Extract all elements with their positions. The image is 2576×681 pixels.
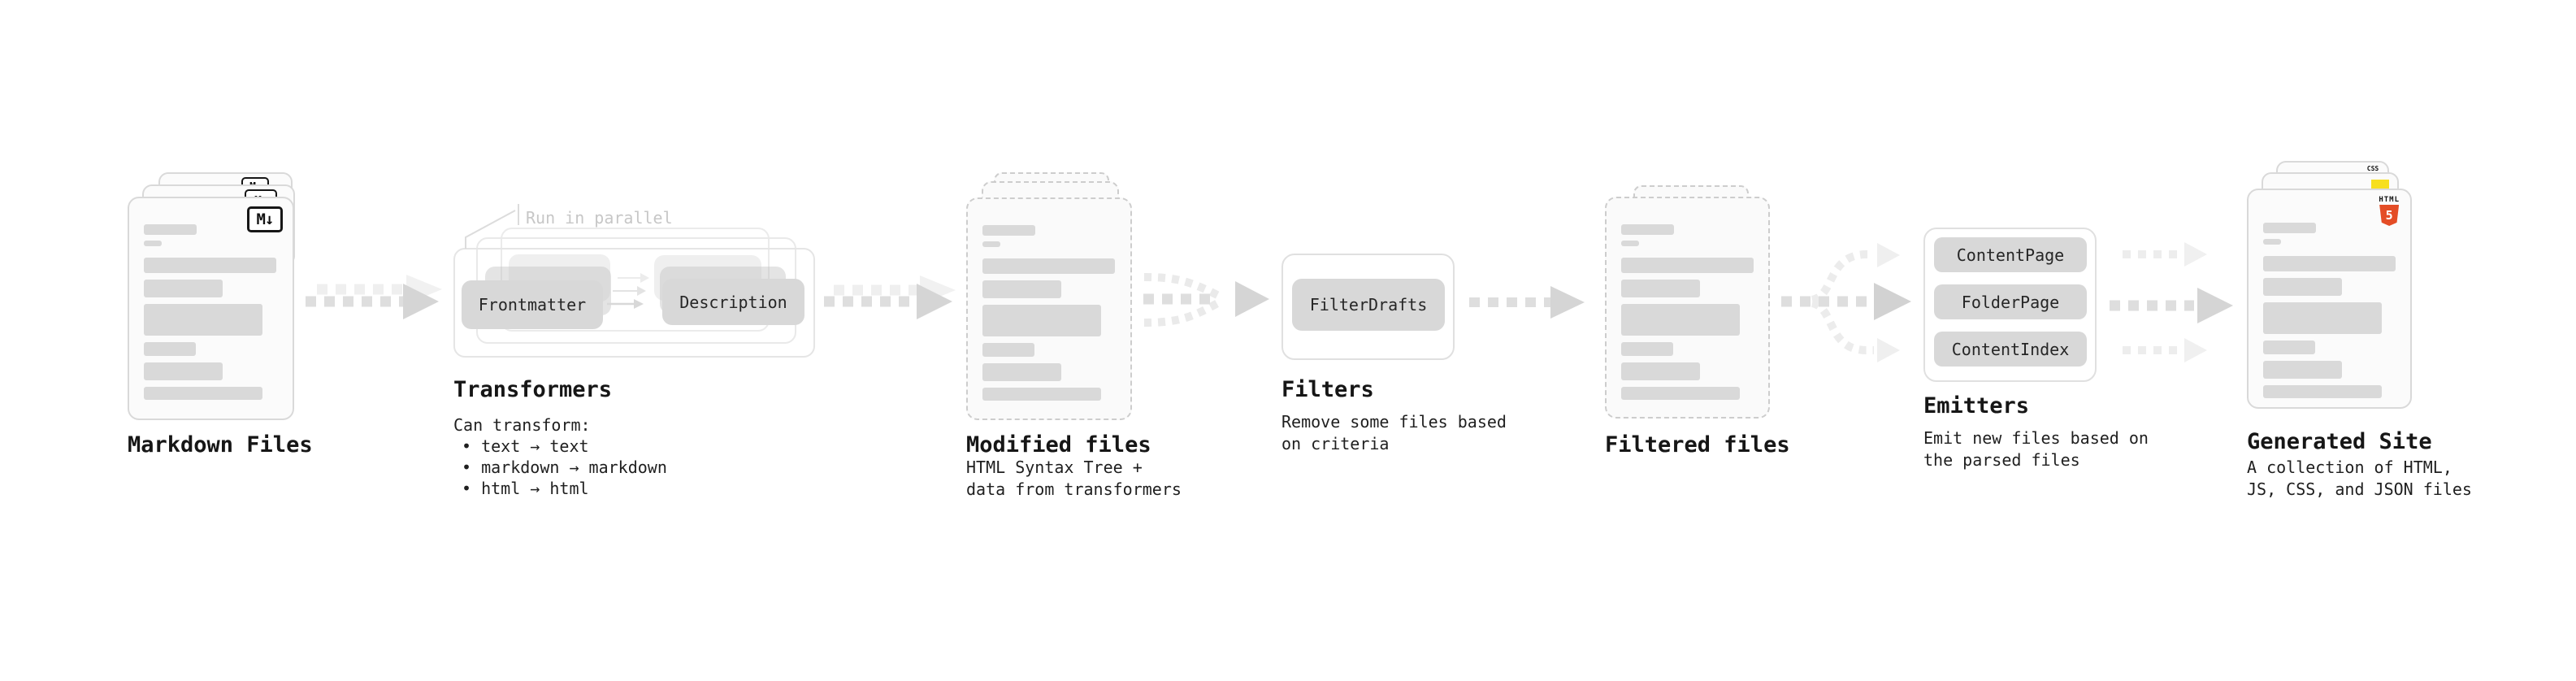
transformer-frame-front [453, 248, 815, 358]
filtered-file-doc-front [1605, 197, 1770, 419]
filtered-files-label: Filtered files [1605, 432, 1790, 458]
markdown-icon: M↓ [247, 206, 283, 232]
transformers-bullet: • html → html [462, 479, 589, 498]
doc-text-placeholder [129, 198, 293, 400]
arrow-emitters-to-site [2110, 242, 2233, 362]
emitters-desc: Emit new files based on the parsed files [1923, 428, 2149, 470]
markdown-files-label: Markdown Files [128, 432, 313, 458]
html5-icon: HTML 5 [2379, 196, 2400, 226]
modified-files-desc: HTML Syntax Tree + data from transformer… [966, 458, 1182, 499]
frontmatter-box: Frontmatter [462, 280, 603, 329]
content-index-box: ContentIndex [1934, 332, 2087, 367]
javascript-icon [2371, 180, 2389, 190]
transformers-label: Transformers [453, 377, 613, 402]
content-page-box: ContentPage [1934, 237, 2087, 272]
modified-file-doc-front [966, 197, 1132, 420]
description-box: Description [662, 279, 804, 325]
transformers-bullet: • markdown → markdown [462, 458, 667, 477]
generated-site-desc: A collection of HTML, JS, CSS, and JSON … [2247, 458, 2472, 499]
doc-text-placeholder [1607, 198, 1768, 400]
doc-text-placeholder [2249, 190, 2410, 398]
filters-label: Filters [1281, 377, 1374, 402]
doc-text-placeholder [968, 199, 1130, 401]
generated-site-label: Generated Site [2247, 429, 2432, 454]
filters-desc: Remove some files based on criteria [1281, 412, 1507, 453]
modified-files-label: Modified files [966, 432, 1151, 458]
run-in-parallel-label: Run in parallel [526, 208, 673, 228]
arrow-filtered-to-emitters-diverge [1781, 243, 1911, 362]
filter-drafts-box: FilterDrafts [1292, 279, 1445, 331]
generated-site-doc-front: HTML 5 [2247, 189, 2412, 409]
arrow-modified-to-filters-converge [1143, 273, 1269, 327]
arrow-transformers-to-modified [824, 275, 956, 319]
arrow-filters-to-filtered [1469, 286, 1585, 319]
arrow-markdown-to-transformers [306, 275, 442, 319]
transformers-bullet: • text → text [462, 436, 589, 456]
transformers-desc-intro: Can transform: [453, 415, 591, 435]
folder-page-box: FolderPage [1934, 284, 2087, 319]
emitters-label: Emitters [1923, 393, 2030, 419]
markdown-file-doc-front: M↓ [128, 197, 294, 420]
